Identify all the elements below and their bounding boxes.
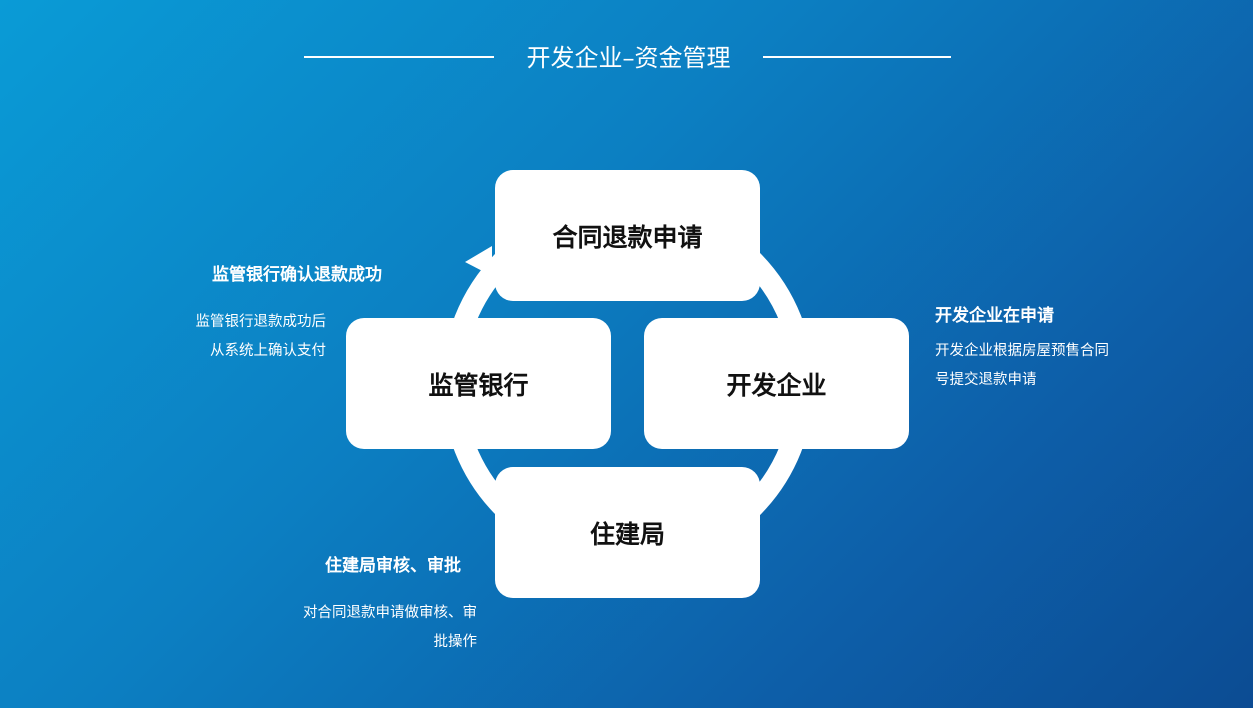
node-housing-bureau: 住建局 [495,467,760,598]
description-line: 开发企业根据房屋预售合同 [935,343,1109,359]
description-line: 监管银行退款成功后 [195,314,327,330]
node-developer: 开发企业 [644,318,909,449]
cycle-arrowhead-icon [465,246,492,276]
bank-confirm-description: 监管银行退款成功后 从系统上确认支付 [150,308,327,366]
node-label: 开发企业 [726,370,827,400]
node-contract-refund-application: 合同退款申请 [495,170,760,301]
developer-apply-description: 开发企业根据房屋预售合同 号提交退款申请 [935,337,1109,395]
description-line: 从系统上确认支付 [210,343,326,359]
bureau-review-heading: 住建局审核、审批 [325,556,461,576]
title-rule-right [763,56,951,58]
title-rule-left [304,56,494,58]
bank-confirm-heading: 监管银行确认退款成功 [212,265,382,285]
node-label: 监管银行 [428,370,529,400]
page-title: 开发企业–资金管理 [526,44,731,72]
node-label: 合同退款申请 [552,222,703,252]
bureau-review-description: 对合同退款申请做审核、审 批操作 [270,599,477,657]
description-line: 批操作 [433,634,478,650]
developer-apply-heading: 开发企业在申请 [935,306,1054,326]
description-line: 号提交退款申请 [935,372,1037,388]
node-label: 住建局 [589,519,665,549]
description-line: 对合同退款申请做审核、审 [303,605,477,621]
node-supervising-bank: 监管银行 [346,318,611,449]
